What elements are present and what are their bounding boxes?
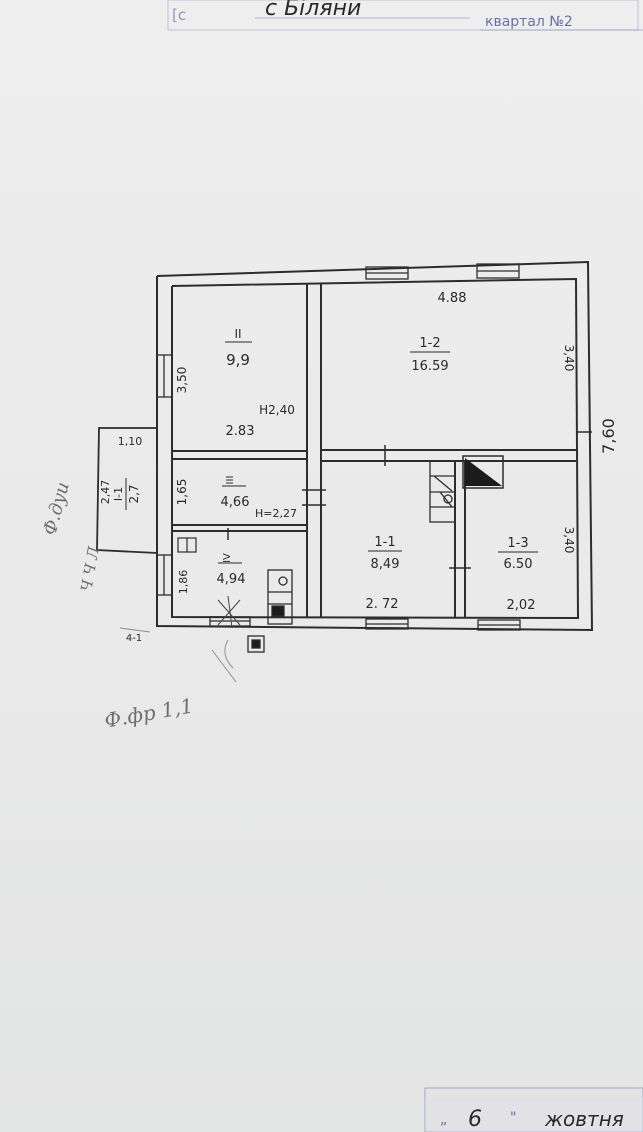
stove-icon	[429, 460, 456, 523]
dim-186: 1,86	[177, 570, 190, 595]
note-left: Ч Ч Л	[77, 545, 103, 593]
dimension-labels: 3,50 H2,40 2.83 1,65 H=2,27 1,86 4.88 3,…	[99, 291, 618, 613]
crossed-fixture-icon	[217, 595, 241, 629]
sink-icon	[177, 537, 197, 553]
dim-202: 2,02	[507, 598, 536, 613]
room-label-iv: IV	[222, 553, 233, 563]
room-area-1-2: 16.59	[411, 359, 448, 374]
footer-stamp: „ 6 " жовтня	[424, 1087, 643, 1132]
room-label-iii: III	[225, 476, 236, 485]
dim-488: 4.88	[438, 291, 467, 306]
room-area-1-3: 6.50	[504, 557, 533, 572]
note-side: Ф.дуи	[40, 480, 74, 538]
note-bottom: Ф.фр 1,1	[103, 694, 195, 733]
room-label-1-2: 1-2	[419, 336, 440, 351]
dim-h227: H=2,27	[255, 507, 297, 520]
dim-272: 2. 72	[365, 597, 398, 612]
room-area-ii: 9,9	[226, 351, 250, 369]
room-label-1-1: 1-1	[374, 535, 395, 550]
dim-110: 1,10	[118, 435, 143, 448]
room-area-iii: 4,66	[221, 495, 250, 510]
room-area-1-1: 8,49	[371, 557, 400, 572]
dim-340-bottom: 3,40	[562, 527, 576, 554]
porch-annex	[96, 427, 158, 554]
footer-month: жовтня	[544, 1107, 624, 1131]
chimney-icon	[462, 455, 504, 489]
room-label-i-1: I-1	[112, 487, 125, 501]
header-stamp: [с с Біляни квартал №2	[167, 0, 643, 31]
quarter-label: квартал №2	[485, 14, 573, 30]
room-label-ii: II	[234, 327, 241, 341]
room-area-iv: 4,94	[217, 572, 246, 587]
date-quote-open: „	[440, 1112, 447, 1128]
dim-350: 3,50	[175, 367, 189, 394]
dim-340-top: 3,40	[562, 345, 576, 372]
dim-h240: H2,40	[259, 403, 295, 417]
dim-247: 2,47	[99, 480, 112, 505]
dim-165: 1,65	[175, 479, 189, 506]
outer-walls	[156, 260, 594, 632]
note-section: 4-1	[126, 633, 142, 644]
stamp-prefix: [с	[172, 6, 186, 24]
dim-760: 7,60	[599, 418, 618, 454]
room-labels: II 9,9 III 4,66 IV 4,94 1-1 8,49 1-2 16.…	[112, 327, 538, 587]
room-area-i-1: 2,7	[127, 484, 141, 503]
date-quote-close: "	[510, 1110, 516, 1126]
pencil-marks	[119, 627, 237, 683]
kitchen-stove-icon	[247, 569, 293, 653]
room-label-1-3: 1-3	[507, 536, 528, 551]
door-ticks	[227, 431, 592, 569]
footer-day: 6	[468, 1107, 482, 1132]
village-name: с Біляни	[265, 0, 361, 21]
dim-283: 2.83	[226, 424, 255, 439]
windows	[156, 263, 521, 631]
